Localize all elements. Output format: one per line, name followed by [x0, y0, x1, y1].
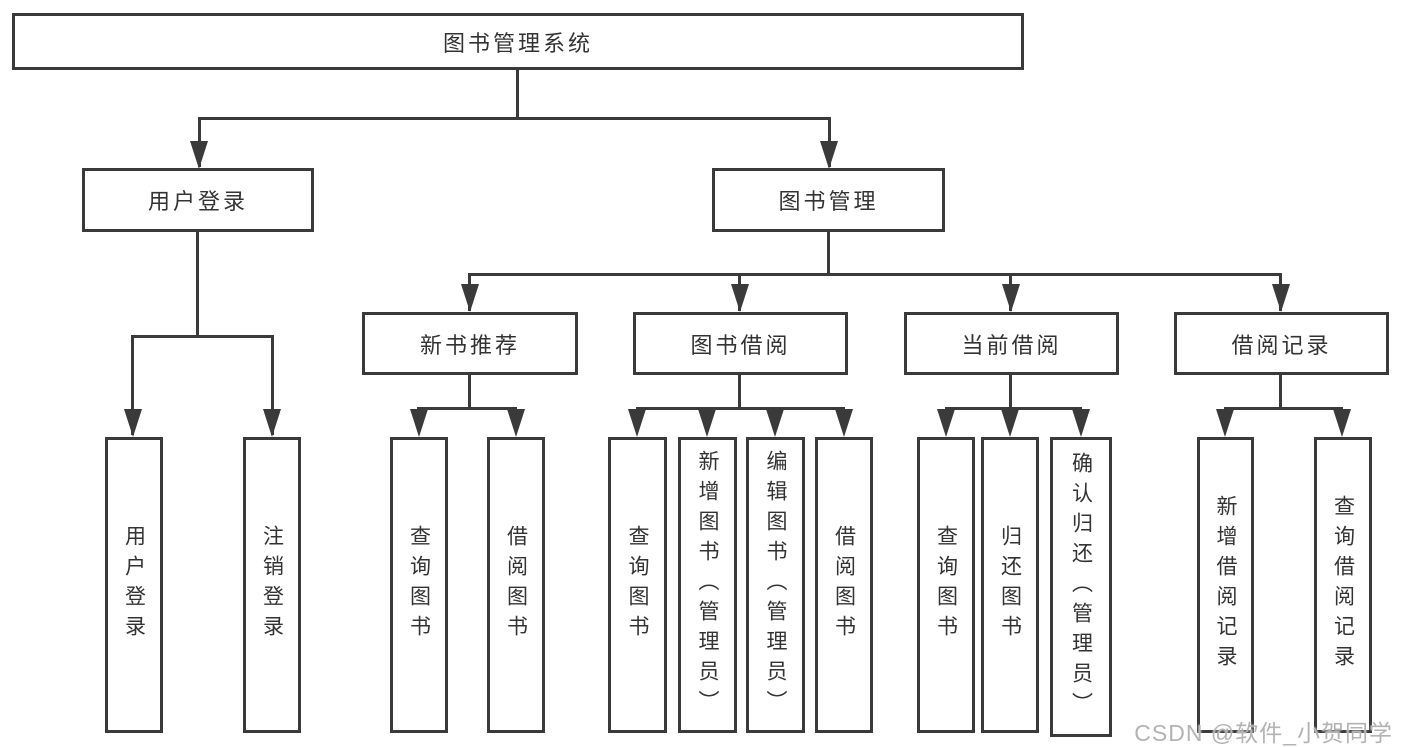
arrowhead-down: [731, 284, 749, 312]
connector-line: [468, 373, 471, 409]
arrowhead-down: [410, 409, 428, 437]
connector-line: [1009, 373, 1012, 409]
node-library-system: 图书管理系统: [12, 13, 1024, 70]
node-query-books-recommend: 查询图书: [390, 437, 448, 733]
node-book-management: 图书管理: [712, 168, 945, 232]
connector-line: [1224, 407, 1343, 410]
node-query-books-current: 查询图书: [917, 437, 975, 733]
arrowhead-down: [461, 284, 479, 312]
arrowhead-down: [1216, 409, 1234, 437]
connector-line: [417, 407, 517, 410]
node-borrowing-records: 借阅记录: [1174, 312, 1389, 375]
arrowhead-down: [124, 409, 142, 437]
arrowhead-down: [766, 409, 784, 437]
connector-line: [516, 68, 519, 120]
arrowhead-down: [835, 409, 853, 437]
node-add-book-admin: 新增图书（管理员）: [678, 437, 737, 733]
node-user-login: 用户登录: [82, 168, 314, 232]
node-borrow-books-borrowing: 借阅图书: [815, 437, 873, 733]
connector-line: [827, 230, 830, 275]
node-add-borrow-record: 新增借阅记录: [1197, 437, 1254, 733]
arrowhead-down: [1001, 409, 1019, 437]
connector-line: [131, 335, 134, 435]
node-book-borrowing: 图书借阅: [633, 312, 848, 375]
arrowhead-down: [1333, 409, 1351, 437]
node-return-books: 归还图书: [981, 437, 1039, 733]
arrowhead-down: [1072, 409, 1090, 437]
connector-line: [636, 407, 845, 410]
arrowhead-down: [263, 409, 281, 437]
node-edit-book-admin: 编辑图书（管理员）: [746, 437, 805, 733]
node-current-borrowing: 当前借阅: [904, 312, 1119, 375]
arrowhead-down: [1272, 284, 1290, 312]
connector-line: [1279, 373, 1282, 409]
connector-line: [738, 373, 741, 409]
arrowhead-down: [820, 141, 838, 169]
connector-line: [271, 335, 274, 435]
connector-line: [131, 335, 274, 338]
connector-line: [945, 407, 1082, 410]
node-new-book-recommend: 新书推荐: [362, 312, 578, 375]
arrowhead-down: [628, 409, 646, 437]
arrowhead-down: [1002, 284, 1020, 312]
arrowhead-down: [698, 409, 716, 437]
node-confirm-return-admin: 确认归还（管理员）: [1050, 437, 1112, 737]
connector-line: [196, 230, 199, 337]
node-logout: 注销登录: [243, 437, 301, 733]
node-user-login-action: 用户登录: [105, 437, 163, 733]
node-query-books-borrowing: 查询图书: [608, 437, 667, 733]
node-borrow-books-recommend: 借阅图书: [487, 437, 545, 733]
watermark: CSDN @软件_小贺同学: [1134, 720, 1393, 746]
arrowhead-down: [507, 409, 525, 437]
connector-line: [468, 273, 1282, 276]
connector-line: [198, 117, 831, 120]
arrowhead-down: [190, 141, 208, 169]
arrowhead-down: [937, 409, 955, 437]
node-query-borrow-record: 查询借阅记录: [1314, 437, 1372, 733]
